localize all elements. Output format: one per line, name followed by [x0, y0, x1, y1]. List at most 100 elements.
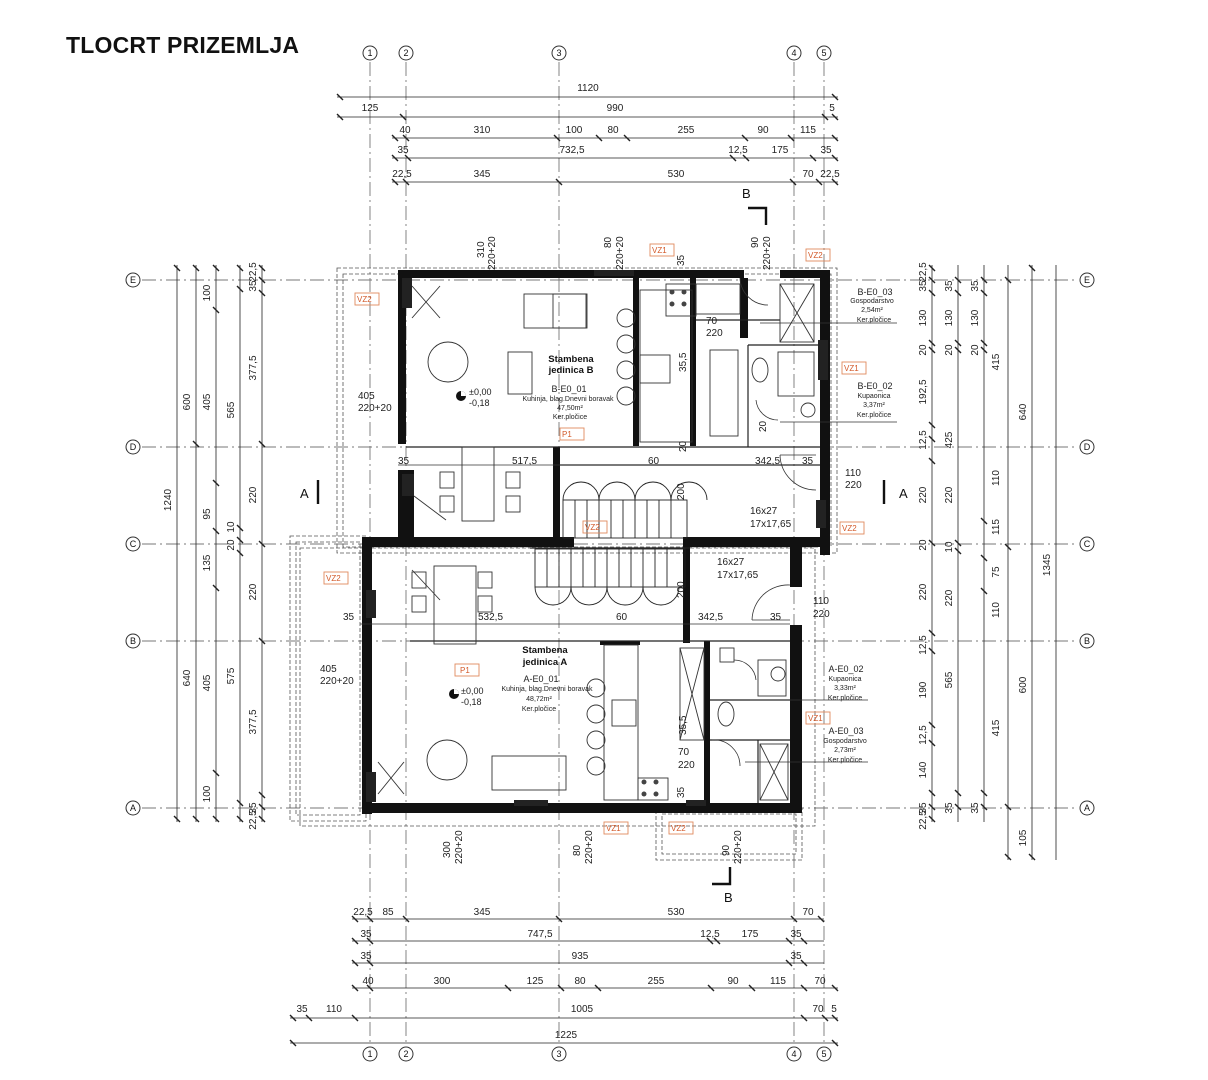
dim-right3-75: 75: [991, 566, 1002, 578]
room-a2-name: Kupaonica: [828, 676, 861, 683]
tag-vz2-b: VZ2: [357, 295, 372, 304]
walls: [362, 270, 830, 814]
axis-label-bottom-3: 3: [556, 1049, 561, 1059]
dim-right-125c: 12,5: [918, 725, 929, 745]
opening-405: 405: [358, 391, 375, 402]
dim-top-125: 125: [362, 103, 379, 114]
dim-right-190: 190: [918, 681, 929, 698]
room-b2-id: B-E0_02: [857, 381, 892, 391]
section-marks: [316, 206, 886, 886]
room-a3-area: 2,73m²: [834, 747, 856, 754]
tag-p1-a: P1: [562, 430, 572, 439]
unit-b-labels: Stambena jedinica B B-E0_01 Kuhinja, bla…: [522, 354, 614, 421]
top-dimension-lines: [337, 96, 838, 183]
dim-left-220b: 220: [248, 583, 259, 600]
dim-right3-415a: 415: [991, 353, 1002, 370]
dim-bot-5: 5: [831, 1004, 837, 1015]
opening-90a-h: 220+20: [733, 830, 744, 864]
door-swings: [711, 277, 817, 767]
axis-label-top-1: 1: [367, 48, 372, 58]
room-b2-floor: Ker.pločice: [857, 412, 891, 419]
dim-right3-20: 20: [970, 344, 981, 356]
dim-bot-35d: 35: [790, 951, 802, 962]
unit-b-level: ±0,00 -0,18: [469, 387, 491, 408]
inner-stair2: 16x27: [717, 557, 745, 568]
dim-left-405b: 405: [202, 674, 213, 691]
axis-label-bottom-1: 1: [367, 1049, 372, 1059]
dim-left-1240: 1240: [163, 488, 174, 511]
room-a3-id: A-E0_03: [828, 726, 863, 736]
dim-bot-1005: 1005: [571, 1004, 594, 1015]
dim-left-3775a: 377,5: [248, 355, 259, 380]
dim-right4-640: 640: [1018, 403, 1029, 420]
inner-20a: 20: [678, 440, 689, 452]
tag-vz2-a: VZ2: [808, 251, 823, 260]
dim-right3-130: 130: [970, 309, 981, 326]
dim-bot-40: 40: [362, 976, 374, 987]
bottom-dimension-lines: [290, 918, 838, 1044]
dim-bot-125: 12,5: [700, 929, 720, 940]
right-dimension-texts: 22,5 35 130 20 192,5 12,5 220 20 220 12,…: [918, 262, 1053, 847]
dim-right2-220a: 220: [944, 486, 955, 503]
room-a3-name: Gospodarstvo: [823, 738, 867, 745]
dim-right-225a: 22,5: [918, 262, 929, 282]
stairs: [534, 481, 708, 606]
dim-left-3775b: 377,5: [248, 709, 259, 734]
dim-top-40: 40: [399, 125, 411, 136]
opening-90a: 90: [721, 844, 732, 856]
axis-label-top-2: 2: [403, 48, 408, 58]
dim-top-225b: 22,5: [820, 169, 840, 180]
dim-bot-35e: 35: [296, 1004, 308, 1015]
dim-bot-125b: 125: [527, 976, 544, 987]
stove-burners: [641, 289, 687, 797]
dim-right4-105: 105: [1018, 829, 1029, 846]
dim-bot-85: 85: [382, 907, 394, 918]
unit-b-name-1: Stambena: [548, 354, 594, 365]
tag-vz2-d: VZ2: [842, 524, 857, 533]
inner-5325: 532,5: [478, 612, 503, 623]
dim-left-135: 135: [202, 554, 213, 571]
inner-355a: 35,5: [678, 352, 689, 372]
inner-110b: 110: [813, 596, 829, 607]
opening-80a-h: 220+20: [584, 830, 595, 864]
dim-top-345: 345: [474, 169, 491, 180]
room-b2-name: Kupaonica: [857, 393, 890, 400]
room-b3-id: B-E0_03: [857, 287, 892, 297]
dim-right4-600: 600: [1018, 676, 1029, 693]
inner-35d: 35: [770, 612, 782, 623]
inner-3425a: 342,5: [755, 456, 780, 467]
inner-220d: 220: [678, 760, 695, 771]
dim-bot-300: 300: [434, 976, 451, 987]
opening-310-h: 220+20: [487, 236, 498, 270]
axis-label-left-e: E: [130, 275, 136, 285]
dim-bot-1225: 1225: [555, 1030, 578, 1041]
dim-top-125b: 12,5: [728, 145, 748, 156]
dim-left-565: 565: [226, 401, 237, 418]
top-dimension-ticks: [336, 93, 839, 186]
wall-accents: [366, 270, 828, 806]
unit-a-name-2: jedinica A: [522, 657, 568, 668]
inner-35f: 35: [676, 786, 687, 798]
unit-a-room-desc: Kuhinja, blag.Dnevni boravak: [501, 686, 593, 693]
room-a2-id: A-E0_02: [828, 664, 863, 674]
dim-right3-35b: 35: [970, 802, 981, 814]
dim-left-220a: 220: [248, 486, 259, 503]
left-dimension-lines: [176, 265, 263, 822]
unit-a-name-1: Stambena: [522, 645, 568, 656]
inner-stair1: 16x27: [750, 506, 778, 517]
inner-200b: 200: [676, 581, 687, 598]
dim-right3-35a: 35: [970, 280, 981, 292]
dim-left-405a: 405: [202, 393, 213, 410]
inner-60b: 60: [616, 612, 628, 623]
dim-right3-415b: 415: [991, 719, 1002, 736]
dim-top-90: 90: [757, 125, 769, 136]
opening-80: 80: [603, 236, 614, 248]
inner-stair2b: 17x17,65: [717, 570, 759, 581]
section-b-bottom: B: [724, 890, 733, 905]
dim-right-20a: 20: [918, 344, 929, 356]
room-b3-name: Gospodarstvo: [850, 298, 894, 305]
axis-label-top-4: 4: [791, 48, 796, 58]
dim-left-20: 20: [226, 539, 237, 551]
dim-right-1925: 192,5: [918, 379, 929, 404]
tag-vz1-d: VZ1: [606, 824, 621, 833]
